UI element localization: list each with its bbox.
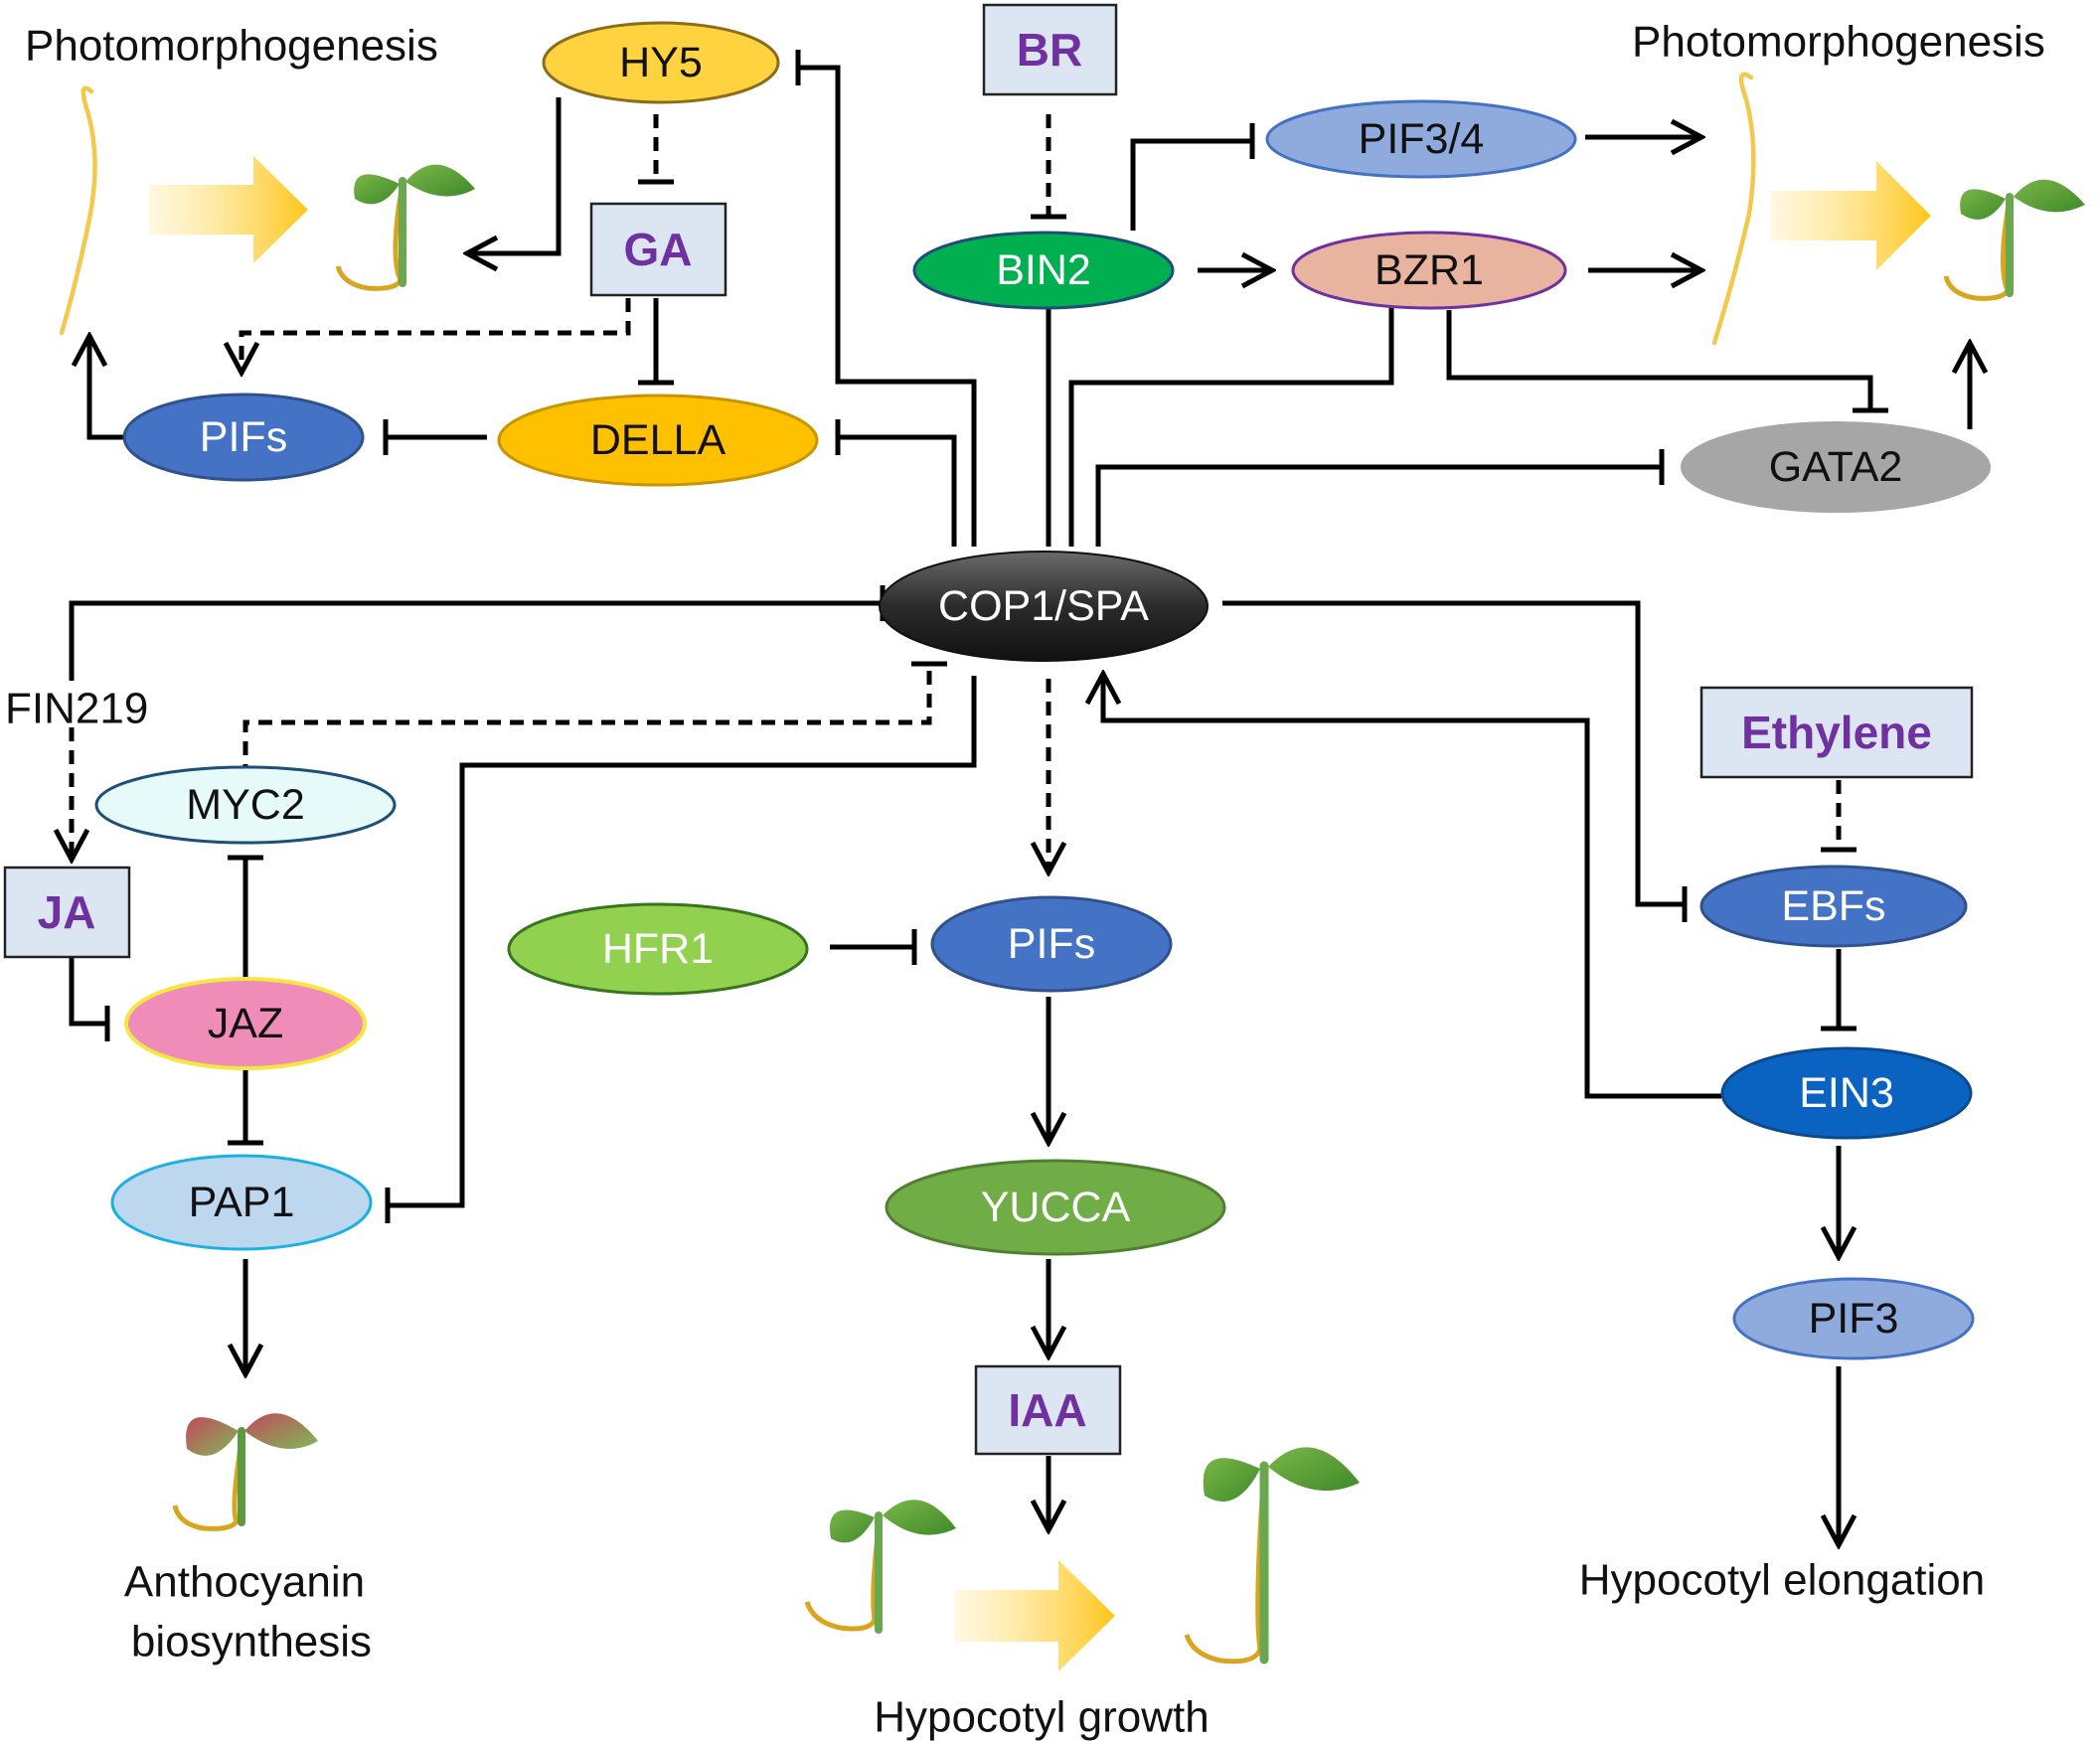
edge-cop1-inhibits-bzr1 [1068, 297, 1409, 547]
node-della-label: DELLA [590, 416, 727, 464]
photomorphogenesis-left-label: Photomorphogenesis [25, 22, 438, 71]
node-yucca: YUCCA [885, 1159, 1226, 1256]
node-hfr1-label: HFR1 [602, 925, 714, 973]
node-pifs-mid: PIFs [930, 895, 1173, 993]
node-ethylene-label: Ethylene [1741, 707, 1932, 758]
node-myc2: MYC2 [94, 765, 397, 845]
node-br: BR [982, 3, 1118, 96]
edge-cop1-inhibits-pap1 [385, 676, 977, 1223]
node-cop1-spa: COP1/SPA [879, 551, 1209, 662]
hypocotyl-growth-label: Hypocotyl growth [874, 1693, 1209, 1742]
node-ein3: EIN3 [1720, 1046, 1973, 1140]
hypocotyl-elongation-label: Hypocotyl elongation [1579, 1556, 1985, 1605]
seedling-illustrations [59, 72, 2085, 1671]
node-bin2-label: BIN2 [996, 246, 1091, 294]
node-pifs-top-label: PIFs [200, 413, 287, 461]
fade-arrow-left-icon [149, 156, 308, 263]
fade-arrow-right-icon [1771, 161, 1931, 270]
tall-seedling-icon [1184, 1447, 1360, 1665]
node-bzr1: BZR1 [1291, 231, 1567, 310]
edge-hy5-to-seedling [467, 97, 562, 253]
edge-myc2-inhibits-cop1 [242, 661, 947, 778]
node-ein3-label: EIN3 [1799, 1069, 1894, 1117]
edge-bzr1-inhibits-gata2 [1446, 310, 1888, 413]
edge-ga-to-pifs [242, 298, 631, 373]
short-seedling-icon [804, 1500, 956, 1634]
node-ga: GA [589, 202, 727, 297]
edge-cop1-inhibits-hy5 [795, 50, 977, 547]
edge-cop1-inhibits-fin219 [69, 585, 886, 681]
edge-cop1-inhibits-gata2 [1095, 449, 1665, 547]
node-yucca-label: YUCCA [981, 1184, 1131, 1231]
node-ebfs: EBFs [1699, 865, 1968, 948]
anthocyanin-label-line1: Anthocyanin [124, 1558, 365, 1607]
node-hy5-label: HY5 [619, 39, 703, 86]
edge-cop1-inhibits-ebfs [1222, 600, 1688, 922]
node-pap1-label: PAP1 [189, 1179, 295, 1226]
edge-ein3-to-cop1 [1103, 674, 1721, 1099]
node-iaa-label: IAA [1008, 1384, 1086, 1436]
node-ebfs-label: EBFs [1781, 882, 1885, 930]
node-hfr1: HFR1 [507, 902, 809, 996]
node-della: DELLA [497, 394, 819, 487]
node-ethylene: Ethylene [1699, 686, 1974, 779]
node-hy5: HY5 [542, 21, 780, 104]
node-jaz-label: JAZ [208, 1000, 283, 1047]
node-ja: JA [3, 866, 131, 959]
outcome-labels: Photomorphogenesis Photomorphogenesis An… [25, 18, 2045, 1742]
node-bzr1-label: BZR1 [1374, 246, 1484, 294]
edge-cop1-inhibits-della [835, 419, 957, 547]
fade-arrow-bottom-icon [954, 1560, 1115, 1671]
etiolated-seedling-right-icon [1711, 72, 1756, 346]
edge-ja-inhibits-jaz [69, 957, 110, 1041]
anthocyanin-seedling-icon [172, 1413, 318, 1531]
node-gata2-label: GATA2 [1769, 443, 1903, 491]
fin219-label: FIN219 [5, 685, 148, 733]
node-jaz: JAZ [124, 977, 367, 1070]
node-bin2: BIN2 [912, 231, 1175, 310]
node-ga-label: GA [624, 224, 693, 275]
node-ja-label: JA [38, 886, 96, 938]
edges [69, 50, 1970, 1545]
anthocyanin-label-line2: biosynthesis [131, 1618, 372, 1666]
node-pif34-label: PIF3/4 [1359, 115, 1485, 163]
photomorphogenesis-right-label: Photomorphogenesis [1632, 18, 2045, 67]
node-pif3: PIF3 [1732, 1277, 1975, 1360]
green-seedling-left-icon [335, 164, 475, 291]
nodes: HY5 GA DELLA PIFs BR BIN2 PIF3/4 [3, 3, 1991, 1456]
node-cop1-spa-label: COP1/SPA [938, 582, 1149, 630]
node-br-label: BR [1017, 24, 1082, 76]
node-myc2-label: MYC2 [186, 781, 304, 829]
green-seedling-right-icon [1943, 179, 2085, 301]
node-pif34: PIF3/4 [1265, 99, 1577, 179]
edge-pifs-to-photomorph [89, 336, 124, 440]
node-pap1: PAP1 [110, 1154, 373, 1251]
node-pifs-top: PIFs [122, 393, 365, 482]
edge-bin2-inhibits-pif34 [1130, 123, 1255, 231]
node-iaa: IAA [974, 1364, 1122, 1456]
node-gata2: GATA2 [1681, 421, 1991, 513]
node-pif3-label: PIF3 [1809, 1295, 1899, 1343]
node-pifs-mid-label: PIFs [1008, 920, 1095, 968]
etiolated-seedling-left-icon [59, 85, 97, 336]
